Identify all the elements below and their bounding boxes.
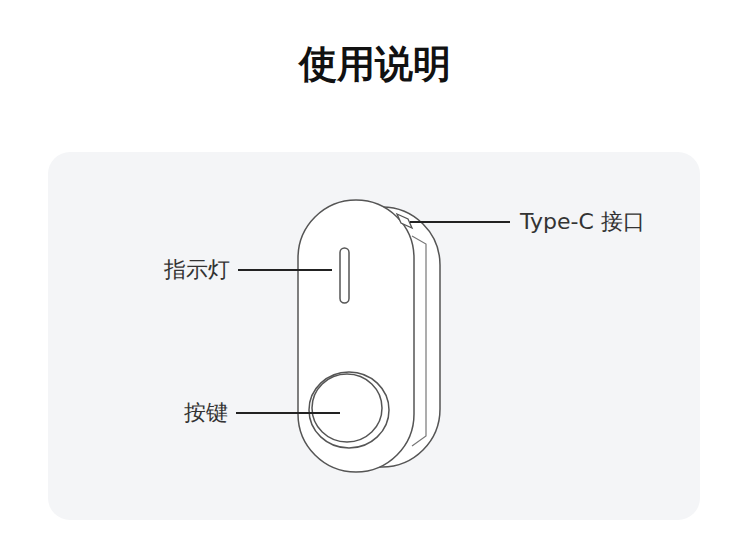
part-label: 指示灯 <box>164 257 230 283</box>
button-inner <box>312 374 382 442</box>
type-c-port <box>397 214 412 228</box>
part-label: 按键 <box>184 400 228 426</box>
page-title: 使用说明 <box>0 42 750 88</box>
indicator-slot <box>340 248 349 303</box>
leader-line <box>238 269 332 271</box>
leader-line <box>410 221 510 223</box>
button-outer <box>309 372 389 448</box>
leader-line <box>236 412 340 414</box>
part-label: Type-C 接口 <box>520 209 645 235</box>
device-front <box>298 200 414 472</box>
panel-ground <box>48 152 700 520</box>
